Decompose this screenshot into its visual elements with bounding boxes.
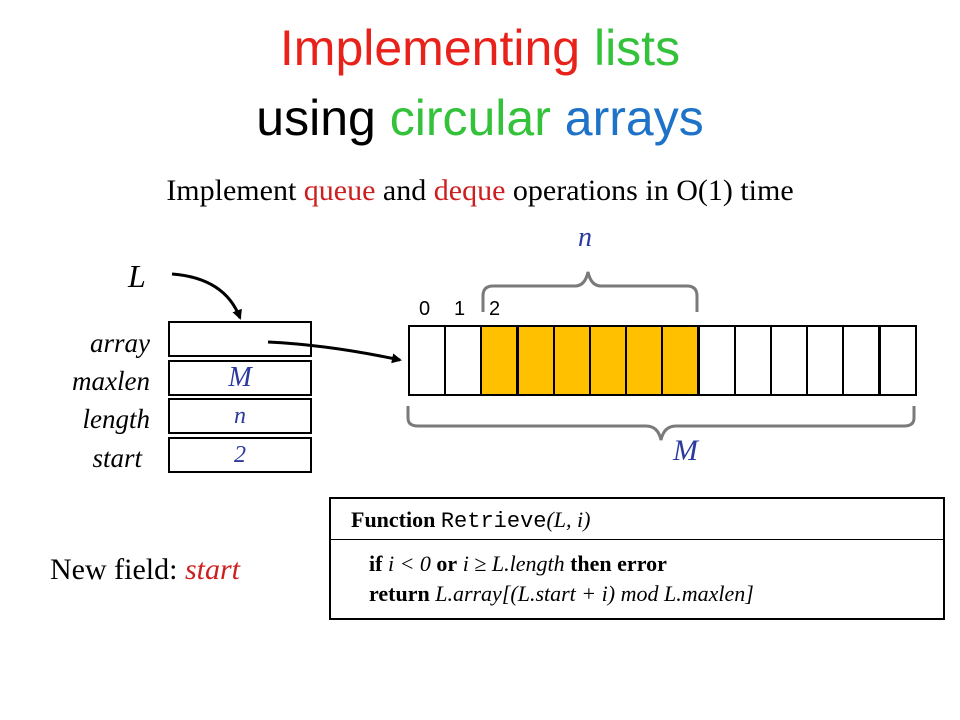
algorithm-divider [331,539,943,540]
array-cell [661,325,699,396]
algorithm-box: Function Retrieve(L, i) if i < 0 or i ≥ … [329,497,945,620]
field-box-array [168,321,312,357]
title-word-arrays: arrays [564,90,704,146]
array-index-1: 1 [454,298,466,320]
new-field-note: New field: start [50,553,240,587]
array-cell [625,325,663,396]
top-brace [481,271,699,312]
new-field-label: New field: [50,553,178,586]
array-cell [408,325,446,396]
subtitle: Implement queue and deque operations in … [0,174,960,208]
cond-1: i < 0 [387,551,431,576]
list-pointer-label: L [128,258,146,294]
subtitle-deque: deque [433,174,506,207]
field-box-maxlen: M [168,360,312,396]
bottom-brace [406,406,916,441]
field-label-array: array [90,328,150,358]
subtitle-text-2: and [382,174,427,207]
array-pointer-arrow [267,340,402,364]
title-line-2: using circular arrays [0,90,960,146]
array-index-2: 2 [489,298,501,320]
subtitle-text-1: Implement [166,174,297,207]
field-label-maxlen: maxlen [72,366,150,396]
algorithm-args: (L, i) [546,507,591,532]
field-label-start: start [92,443,142,473]
field-box-length: n [168,398,312,434]
kw-if: if [369,551,383,576]
algorithm-line-1: if i < 0 or i ≥ L.length then error [369,551,667,577]
algorithm-header: Function Retrieve(L, i) [351,507,590,534]
list-pointer-arrow [171,272,242,320]
bottom-brace-label: M [673,434,698,467]
algorithm-line-2: return L.array[(L.start + i) mod L.maxle… [369,581,754,607]
new-field-value: start [184,553,240,586]
array-cell [770,325,808,396]
subtitle-queue: queue [303,174,376,207]
array-cell [879,325,917,396]
title-word-circular: circular [389,90,551,146]
return-expr: L.array[(L.start + i) mod L.maxlen] [435,581,754,606]
field-box-start: 2 [168,437,312,473]
algorithm-keyword-function: Function [351,507,436,532]
field-label-length: length [82,404,151,434]
array-index-0: 0 [419,298,431,320]
kw-then: then error [570,551,667,576]
title-word-implementing: Implementing [279,20,581,76]
kw-or: or [436,551,458,576]
algorithm-name: Retrieve [440,509,547,534]
top-brace-label: n [578,222,592,253]
title-line-1: Implementing lists [0,20,960,76]
title-word-using: using [256,90,376,146]
kw-return: return [369,581,430,606]
subtitle-text-4: in O(1) time [645,174,794,207]
title-word-lists: lists [593,20,681,76]
cond-2: i ≥ L.length [462,551,565,576]
subtitle-text-3: operations [512,174,638,207]
